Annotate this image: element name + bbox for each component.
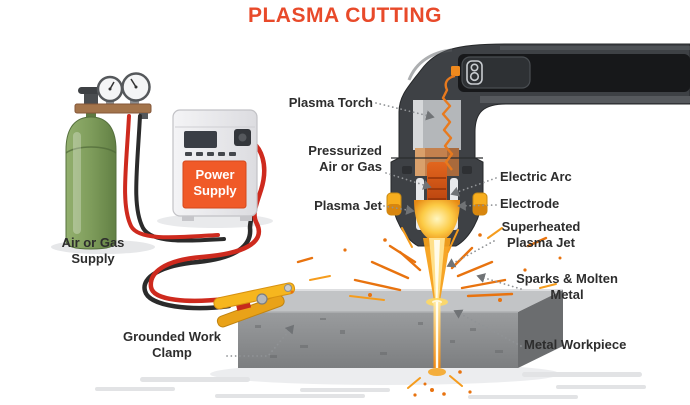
label-superheated-plasma-jet: Superheated Plasma Jet <box>501 219 581 250</box>
power-supply-panel <box>182 160 247 209</box>
diagram-title: PLASMA CUTTING <box>247 4 443 27</box>
trigger-button-icon <box>466 60 483 85</box>
electrode-part <box>427 162 447 208</box>
work-clamp <box>213 282 296 328</box>
ground-shadows <box>51 214 646 399</box>
nozzle-knobs <box>386 192 488 216</box>
label-plasma-jet: Plasma Jet <box>314 198 382 213</box>
label-sparks-molten-metal: Sparks & Molten Metal <box>516 271 618 302</box>
nozzle-glow <box>414 200 460 242</box>
label-electric-arc: Electric Arc <box>500 169 572 184</box>
sparks <box>290 227 562 397</box>
internal-wire <box>441 66 460 171</box>
metal-workpiece-slab <box>238 289 563 368</box>
trigger-panel <box>461 56 531 89</box>
pressure-gauge-icon <box>96 75 124 103</box>
label-electrode: Electrode <box>500 196 560 211</box>
plasma-jet-flame <box>423 238 451 376</box>
supply-hoses <box>123 114 226 243</box>
label-pressurized-air-gas: Pressurized Air or Gas <box>308 143 382 174</box>
power-cables <box>142 134 267 311</box>
plasma-torch-body <box>386 43 690 247</box>
gas-cylinder <box>65 72 226 250</box>
label-plasma-torch: Plasma Torch <box>288 95 373 110</box>
display-screen <box>184 131 217 148</box>
leader-lines <box>226 102 522 357</box>
power-supply-panel-label: Power Supply <box>193 167 237 198</box>
control-buttons <box>185 152 236 156</box>
label-grounded-work-clamp: Grounded Work Clamp <box>123 329 221 360</box>
pressure-gauge-icon <box>121 72 151 102</box>
pressure-regulator <box>74 72 152 119</box>
label-metal-workpiece: Metal Workpiece <box>524 337 627 352</box>
power-supply-unit <box>172 109 258 221</box>
label-air-or-gas-supply: Air or Gas Supply <box>61 235 125 266</box>
